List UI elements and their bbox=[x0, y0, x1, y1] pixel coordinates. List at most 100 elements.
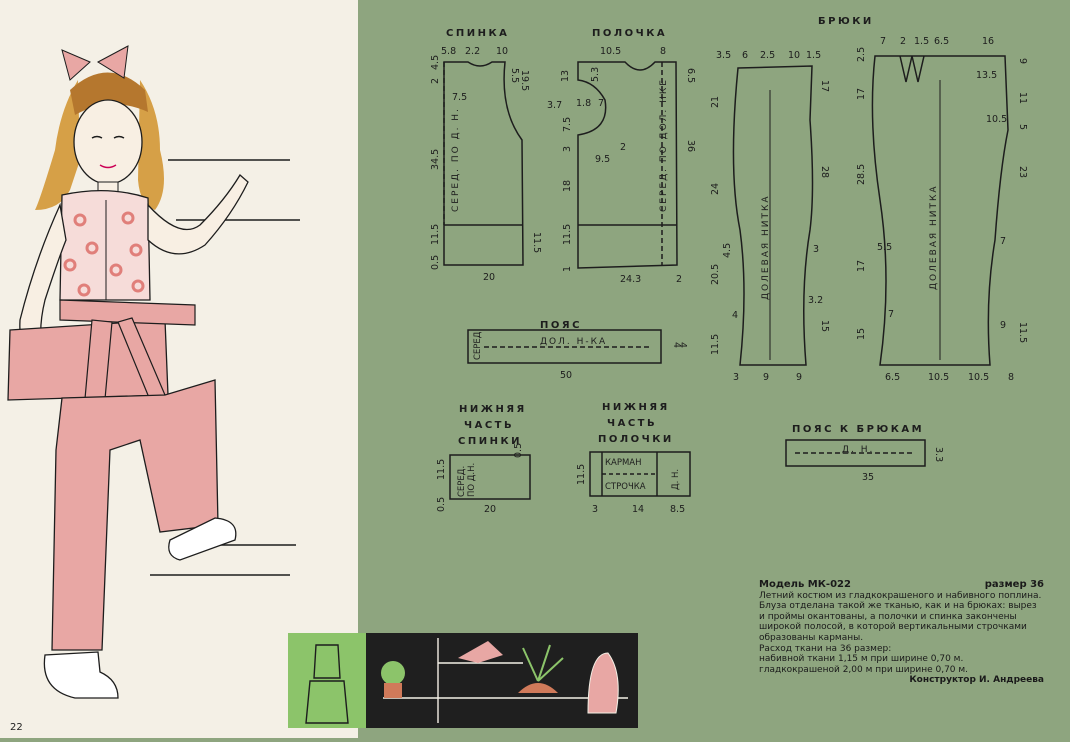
dim: 20 bbox=[484, 504, 496, 515]
dim: 4.5 bbox=[722, 243, 733, 258]
trouser-belt-title: ПОЯС К БРЮКАМ bbox=[792, 424, 924, 435]
model-name: Модель МК-022 bbox=[759, 579, 851, 590]
cactus bbox=[381, 661, 405, 685]
bowl bbox=[518, 683, 558, 693]
dim: 11.5 bbox=[562, 224, 573, 245]
dim: 13 bbox=[560, 70, 571, 82]
dim: 8.5 bbox=[670, 504, 685, 515]
front-pattern bbox=[577, 61, 678, 269]
hair-bow bbox=[61, 45, 129, 81]
dim: 2 bbox=[430, 78, 441, 84]
pocket-label: КАРМАН bbox=[605, 458, 642, 468]
dim: 2.5 bbox=[760, 50, 775, 61]
dim: 5 bbox=[1017, 124, 1028, 130]
dim: 3 bbox=[592, 504, 598, 515]
dim: 5.5 bbox=[877, 242, 892, 253]
dim: 18 bbox=[562, 180, 573, 192]
dim: 24 bbox=[710, 183, 721, 195]
dim: 10 bbox=[788, 50, 800, 61]
fabric-plain: гладкокрашеной 2,00 м при ширине 0,70 м. bbox=[759, 664, 969, 675]
lower-back-title-3: СПИНКИ bbox=[458, 436, 522, 447]
dim: 0.5 bbox=[430, 255, 441, 270]
dim: 1 bbox=[562, 266, 573, 272]
dim: 17 bbox=[856, 88, 867, 100]
dim: 10 bbox=[496, 46, 508, 57]
lower-front-pattern bbox=[589, 451, 691, 497]
lower-back-side-1: СЕРЕД. bbox=[457, 466, 467, 497]
dim: 10.5 bbox=[600, 46, 621, 57]
belt-length: 50 bbox=[560, 370, 572, 381]
dim: 4 bbox=[732, 310, 738, 321]
dim: 7.5 bbox=[452, 92, 467, 103]
trouser-belt-pattern bbox=[785, 439, 926, 467]
dim: 3.2 bbox=[808, 295, 823, 306]
trousers-title: БРЮКИ bbox=[818, 16, 874, 27]
belt-grain: ДОЛ. Н-КА bbox=[540, 337, 607, 347]
dim: 5.8 bbox=[441, 46, 456, 57]
dim: 11.5 bbox=[1017, 322, 1028, 343]
dim: 8 bbox=[1008, 372, 1014, 383]
dim: 0.5 bbox=[436, 497, 447, 512]
dim: 17 bbox=[856, 260, 867, 272]
dim: 2 bbox=[900, 36, 906, 47]
dim: 15 bbox=[856, 328, 867, 340]
back-title: СПИНКА bbox=[446, 28, 509, 39]
mini-outfit bbox=[305, 644, 349, 724]
belt-title: ПОЯС bbox=[540, 320, 582, 331]
dim: 8 bbox=[660, 46, 666, 57]
bench-lines bbox=[150, 159, 300, 576]
dim: 3.3 bbox=[933, 447, 944, 462]
front-grain: СЕРЕД. ПО ДОЛ. НКЕ bbox=[659, 78, 669, 212]
dim: 7 bbox=[598, 98, 604, 109]
belt-pattern bbox=[467, 329, 662, 364]
fabric-title: Расход ткани на 36 размер: bbox=[759, 643, 892, 654]
hair-left bbox=[35, 80, 80, 210]
stitch-label: СТРОЧКА bbox=[605, 482, 646, 492]
dim: 10.5 bbox=[928, 372, 949, 383]
dim: 1.5 bbox=[806, 50, 821, 61]
dim: 9 bbox=[763, 372, 769, 383]
dim: 2.2 bbox=[465, 46, 480, 57]
dim: 14 bbox=[632, 504, 644, 515]
dim: 34.5 bbox=[430, 149, 441, 170]
dim: 9 bbox=[1000, 320, 1006, 331]
dim: 3 bbox=[562, 146, 573, 152]
blouse-print bbox=[63, 211, 145, 297]
pattern-sheet bbox=[358, 0, 1070, 738]
model-size: размер 36 bbox=[984, 579, 1044, 590]
fashion-illustration bbox=[0, 0, 358, 738]
toy-horse bbox=[458, 641, 503, 663]
dim: 36 bbox=[685, 140, 696, 152]
front-title: ПОЛОЧКА bbox=[592, 28, 667, 39]
model-text: Летний костюм из гладкокрашеного и набив… bbox=[759, 590, 1042, 643]
designer: Конструктор И. Андреева bbox=[909, 675, 1044, 686]
bangs bbox=[70, 72, 148, 115]
dim: 3.7 bbox=[547, 100, 562, 111]
dim: 5.5 bbox=[509, 68, 520, 83]
dim: 4 bbox=[677, 342, 688, 348]
dim: 9.5 bbox=[595, 154, 610, 165]
dim: 19.5 bbox=[519, 70, 530, 91]
lower-front-title-1: НИЖНЯЯ bbox=[602, 402, 670, 413]
page-number: 22 bbox=[10, 722, 23, 733]
dim: 7 bbox=[888, 309, 894, 320]
dim: 10.5 bbox=[986, 114, 1007, 125]
lower-front-title-2: ЧАСТЬ bbox=[607, 418, 657, 429]
sash bbox=[59, 299, 196, 326]
girl-figure bbox=[7, 45, 300, 699]
dim: 21 bbox=[710, 96, 721, 108]
dim: 20.5 bbox=[710, 264, 721, 285]
dim: 7.5 bbox=[562, 117, 573, 132]
right-arm bbox=[147, 173, 249, 255]
dim: 15 bbox=[819, 320, 830, 332]
dim: 4 bbox=[671, 342, 682, 348]
dim: 6.5 bbox=[685, 68, 696, 83]
trousers-front-grain: ДОЛЕВАЯ НИТКА bbox=[761, 194, 771, 300]
dim: 5.3 bbox=[590, 67, 601, 82]
lower-front-title-3: ПОЛОЧКИ bbox=[598, 434, 674, 445]
dim: 24.3 bbox=[620, 274, 641, 285]
dim: 11.5 bbox=[430, 224, 441, 245]
lower-back-side-2: ПО Д.Н. bbox=[467, 463, 477, 497]
dim: 6 bbox=[742, 50, 748, 61]
